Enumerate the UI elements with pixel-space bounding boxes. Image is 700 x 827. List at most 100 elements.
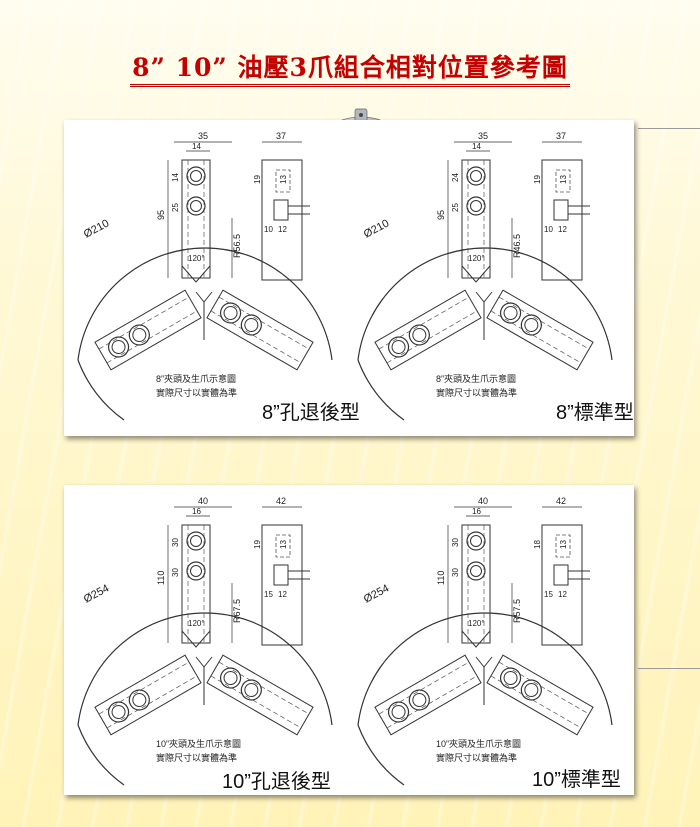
lower-left-jaw-bolt-inner-0 [391,340,406,354]
note-line-2: 實際尺寸以實體為準 [156,752,237,763]
dim-d1: 24 [451,173,460,182]
dim-angle: 120° [468,619,485,628]
lower-left-jaw-bolt-inner-1 [412,328,427,342]
dim-top-width: 35 [478,131,488,141]
top-jaw-bolt-1 [466,166,486,186]
top-jaw-bolt-2 [186,561,206,581]
dim-height: 95 [156,210,166,220]
side-view-slot [555,534,571,558]
lower-left-jaw [94,289,202,371]
side-view-body [541,159,583,281]
note-line-1: 8”夾頭及生爪示意圖 [436,373,516,384]
dim-side-12: 12 [558,590,567,599]
top-jaw-bolt-1 [186,166,206,186]
lower-left-jaw-bolt-inner-1 [132,693,147,707]
side-view-key [273,199,289,221]
center-split [475,656,493,668]
chuck-outer-arc [77,612,333,726]
lower-left-jaw-bolt-inner-1 [132,328,147,342]
top-jaw-bolt-1-inner [470,170,482,182]
top-jaw-bolt-2-inner [190,200,202,212]
top-jaw-bolt-2-inner [470,565,482,577]
lower-left-jaw [94,654,202,736]
side-view-slot [275,534,291,558]
lower-left-jaw-dash-b [106,310,198,364]
lower-right-jaw-outline [206,289,314,371]
lower-right-jaw-dash-b [210,310,302,364]
lower-left-jaw-dash-a [98,661,190,715]
top-jaw-tip [181,630,211,648]
top-jaw-tip [461,265,491,283]
lower-left-jaw-bolt-outer-0 [107,336,130,358]
top-jaw-bolt-2 [466,561,486,581]
lower-right-jaw-bolt-inner-1 [244,683,259,697]
dim-side-13: 13 [279,540,288,549]
dim-side-12: 12 [558,225,567,234]
lower-left-jaw-bolt-outer-1 [128,689,150,711]
note-line-1: 10”夾頭及生爪示意圖 [436,738,521,749]
lower-left-jaw-dash-a [378,296,470,350]
diameter-label: Ø210 [362,217,391,240]
lower-left-jaw [374,289,482,371]
dim-top-width: 40 [478,496,488,506]
lower-left-jaw-bolt-inner-1 [412,693,427,707]
dim-d2: 25 [451,203,460,212]
dim-side-10: 10 [264,225,273,234]
dim-radius: R46.5 [512,234,522,258]
lower-right-jaw-dash-a [498,661,590,715]
side-view-slot [555,169,571,193]
lower-right-jaw-bolt-inner-0 [503,306,518,320]
lower-right-jaw-dash-a [218,661,310,715]
lower-left-jaw-bolt-outer-1 [128,324,150,346]
lower-right-jaw-bolt-outer-0 [499,302,522,324]
center-split [195,291,213,303]
dim-radius: R57.5 [512,599,522,623]
lower-right-jaw-bolt-inner-0 [223,671,238,685]
lower-left-jaw-bolt-outer-1 [408,324,430,346]
top-jaw-bolt-2 [186,196,206,216]
chuck-outer-arc [357,612,613,726]
lower-left-jaw-outline [374,654,482,736]
lower-right-jaw [486,654,594,736]
dim-d1: 30 [171,538,180,547]
lower-right-jaw-bolt-inner-1 [524,683,539,697]
dim-top-inner: 14 [472,142,481,151]
top-jaw-bolt-1 [466,531,486,551]
dim-side-width: 37 [276,131,286,141]
caption-10in-standard: 10”標準型 [532,769,621,791]
dim-height: 110 [436,571,446,585]
note-line-1: 8”夾頭及生爪示意圖 [156,373,236,384]
lower-right-jaw-bolt-inner-0 [503,671,518,685]
side-view-body [261,159,303,281]
dim-height: 95 [436,210,446,220]
dim-side-10: 10 [544,225,553,234]
chuck-outer-arc [357,247,613,361]
lower-right-jaw-outline [206,654,314,736]
lower-left-jaw-dash-b [106,675,198,729]
dim-height: 110 [156,571,166,585]
dim-radius: R56.5 [232,234,242,258]
dim-top-inner: 16 [192,507,201,516]
dim-side-13: 13 [559,540,568,549]
side-view-body [261,524,303,646]
top-jaw-bolt-2-inner [470,200,482,212]
top-jaw-body [181,524,211,644]
dim-side-10: 15 [544,590,553,599]
lower-right-jaw-dash-b [210,675,302,729]
top-jaw-bolt-1-inner [190,170,202,182]
diameter-label: Ø254 [82,582,111,605]
chuck-outer-arc-lower [77,724,125,786]
lower-left-jaw-bolt-inner-0 [111,705,126,719]
lower-right-jaw-dash-b [490,675,582,729]
chuck-outer-arc [77,247,333,361]
dim-side-width: 42 [276,496,286,506]
lower-right-jaw-outline [486,289,594,371]
dim-side-19: 19 [253,175,262,184]
dim-side-12: 12 [278,225,287,234]
top-jaw-bolt-2-inner [190,565,202,577]
